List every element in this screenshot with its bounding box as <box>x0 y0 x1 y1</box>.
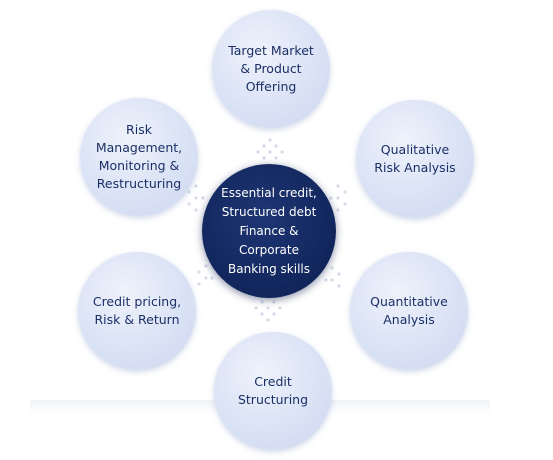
node-credit-pricing: Credit pricing, Risk & Return <box>78 252 196 370</box>
node-label: Credit Structuring <box>237 374 309 407</box>
connector-lower-left <box>197 264 214 286</box>
node-credit-structuring: Credit Structuring <box>214 332 332 450</box>
connector-lower-right <box>324 266 341 288</box>
node-label: Credit pricing, Risk & Return <box>92 294 182 327</box>
node-target-market: Target Market & Product Offering <box>212 10 330 128</box>
node-qualitative-risk-analysis: Qualitative Risk Analysis <box>356 100 474 218</box>
connector-bottom <box>254 300 282 322</box>
node-label: Target Market & Product Offering <box>228 43 314 94</box>
node-label: Quantitative Analysis <box>370 294 448 327</box>
node-label: Qualitative Risk Analysis <box>374 142 456 175</box>
center-label: Essential credit, Structured debt Financ… <box>221 185 317 276</box>
node-label: Risk Management, Monitoring & Restructur… <box>95 122 183 191</box>
node-center-core-skills: Essential credit, Structured debt Financ… <box>202 164 336 298</box>
node-quantitative-analysis: Quantitative Analysis <box>350 252 468 370</box>
node-risk-management: Risk Management, Monitoring & Restructur… <box>80 98 198 216</box>
connector-upper-left <box>187 184 205 212</box>
connector-upper-right <box>329 184 347 212</box>
connector-top <box>256 138 284 160</box>
